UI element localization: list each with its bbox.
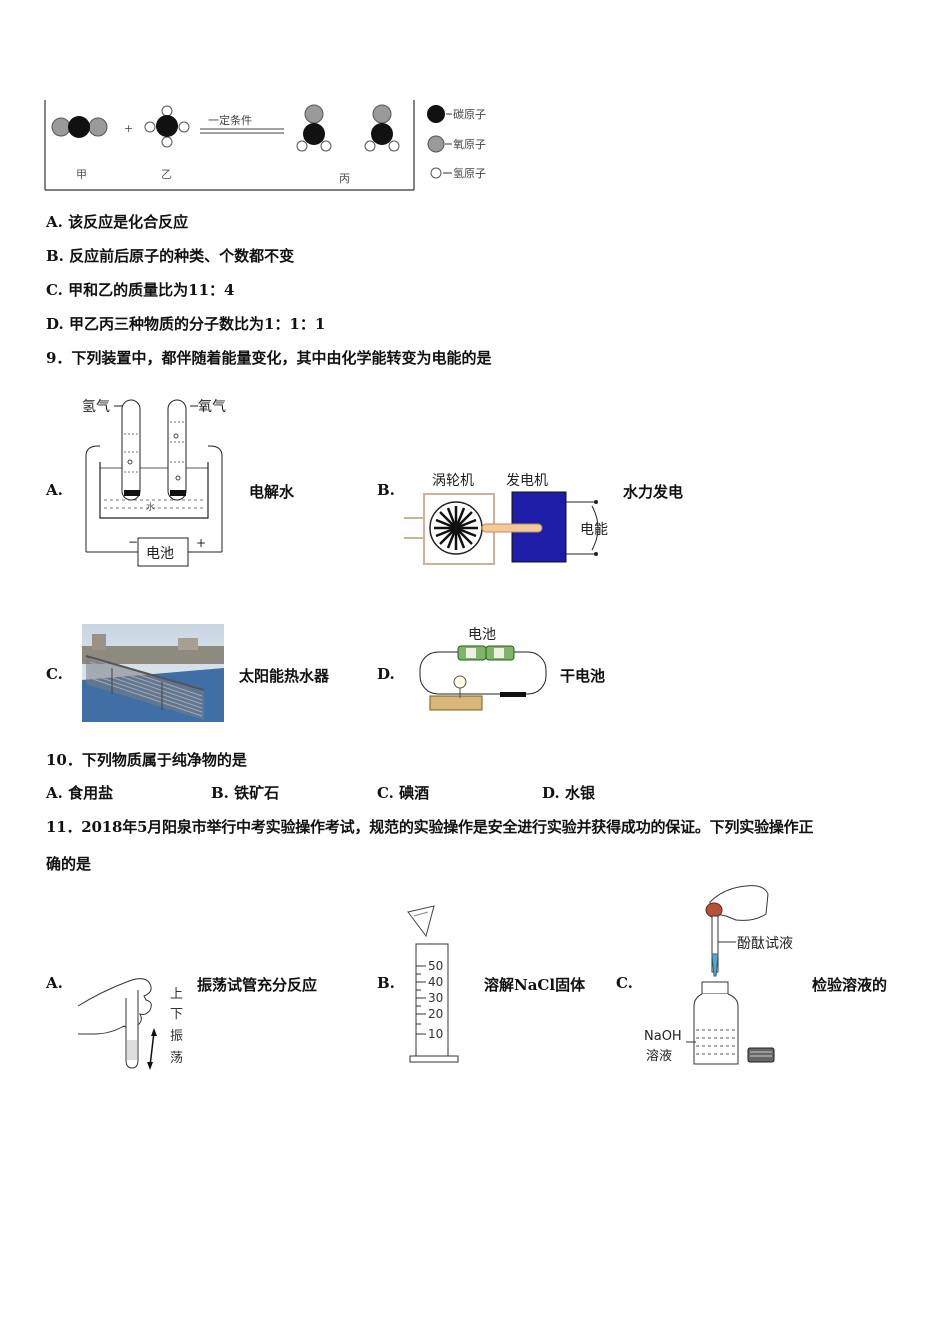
q9-c-caption: 太阳能热水器 (239, 667, 330, 685)
svg-text:氢原子: 氢原子 (453, 166, 486, 180)
reaction-diagram: + 一定条件 甲 乙 丙 (44, 98, 524, 194)
q11-b-caption: 溶解NaCl固体 (484, 976, 586, 994)
q8-option-d[interactable]: D. 甲乙丙三种物质的分子数比为1：1：1 (46, 315, 326, 333)
legend: 碳原子 氧原子 氢原子 (427, 105, 486, 180)
reaction-svg: + 一定条件 甲 乙 丙 (44, 100, 486, 191)
svg-text:电池: 电池 (468, 627, 496, 643)
condition-label: 一定条件 (208, 113, 252, 127)
svg-text:10: 10 (428, 1027, 443, 1041)
q11-option-a-letter[interactable]: A. (46, 974, 63, 992)
q9-option-d-letter[interactable]: D. (377, 665, 395, 683)
svg-text:乙: 乙 (161, 168, 172, 181)
molecule-bing-2 (364, 104, 400, 152)
q8-option-c[interactable]: C. 甲和乙的质量比为11：4 (46, 281, 235, 299)
molecule-bing-1 (296, 104, 332, 152)
svg-text:荡: 荡 (170, 1051, 183, 1066)
svg-text:50: 50 (428, 959, 443, 973)
svg-text:上: 上 (170, 987, 183, 1002)
svg-text:氧原子: 氧原子 (453, 137, 486, 151)
q9-d-caption: 干电池 (560, 667, 606, 685)
svg-text:水: 水 (146, 501, 155, 513)
electrolysis-figure: 氢气 氧气 水 电池 − + (80, 392, 240, 570)
svg-text:20: 20 (428, 1007, 443, 1021)
q11-a-caption: 振荡试管充分反应 (197, 976, 318, 994)
svg-text:振: 振 (170, 1029, 183, 1044)
svg-text:NaOH: NaOH (644, 1029, 682, 1044)
solar-heater-photo (82, 624, 224, 722)
svg-text:甲: 甲 (76, 168, 87, 181)
molecule-jia (51, 116, 108, 138)
q11-option-b-letter[interactable]: B. (377, 974, 395, 992)
hydropower-figure: 涡轮机 发电机 电能 (404, 466, 616, 570)
q10-option-a[interactable]: A. 食用盐 (46, 784, 114, 802)
q10-option-b[interactable]: B. 铁矿石 (211, 784, 280, 802)
svg-text:+: + (124, 122, 133, 135)
svg-text:30: 30 (428, 991, 443, 1005)
svg-text:40: 40 (428, 975, 443, 989)
svg-text:氢气: 氢气 (82, 399, 110, 415)
svg-text:酚酞试液: 酚酞试液 (737, 936, 793, 952)
q8-option-a[interactable]: A. 该反应是化合反应 (46, 213, 189, 231)
svg-text:碳原子: 碳原子 (453, 107, 486, 121)
q8-option-b[interactable]: B. 反应前后原子的种类、个数都不变 (46, 247, 295, 265)
q9-b-caption: 水力发电 (623, 483, 684, 501)
q10-option-d[interactable]: D. 水银 (542, 784, 595, 802)
svg-text:电池: 电池 (146, 546, 174, 562)
shake-test-tube-figure: 上 下 振 荡 (74, 970, 194, 1070)
svg-text:发电机: 发电机 (506, 473, 548, 489)
svg-text:+: + (196, 536, 206, 550)
svg-text:丙: 丙 (339, 172, 350, 185)
q10-stem: 10．下列物质属于纯净物的是 (46, 751, 247, 769)
q9-option-a-letter[interactable]: A. (46, 481, 63, 499)
svg-text:电能: 电能 (580, 522, 608, 538)
q9-option-c-letter[interactable]: C. (46, 665, 63, 683)
indicator-test-figure: 酚酞试液 NaOH 溶液 (640, 884, 810, 1068)
svg-text:下: 下 (170, 1007, 183, 1022)
molecule-yi (144, 105, 190, 148)
q11-c-caption: 检验溶液的 (812, 976, 888, 994)
q10-option-c[interactable]: C. 碘酒 (377, 784, 430, 802)
q11-option-c-letter[interactable]: C. (616, 974, 633, 992)
svg-text:−: − (128, 535, 138, 549)
svg-text:氧气: 氧气 (198, 399, 226, 415)
q11-stem-line1: 11．2018年5月阳泉市举行中考实验操作考试，规范的实验操作是安全进行实验并获… (46, 818, 814, 836)
measuring-cylinder-figure: 50 40 30 20 10 (402, 904, 472, 1064)
q11-stem-line2: 确的是 (46, 855, 92, 873)
svg-text:涡轮机: 涡轮机 (432, 473, 474, 489)
q9-option-b-letter[interactable]: B. (377, 481, 395, 499)
dry-cell-figure: 电池 (412, 622, 552, 714)
q9-stem: 9．下列装置中，都伴随着能量变化，其中由化学能转变为电能的是 (46, 349, 492, 367)
q9-a-caption: 电解水 (249, 483, 295, 501)
svg-text:溶液: 溶液 (646, 1049, 672, 1064)
